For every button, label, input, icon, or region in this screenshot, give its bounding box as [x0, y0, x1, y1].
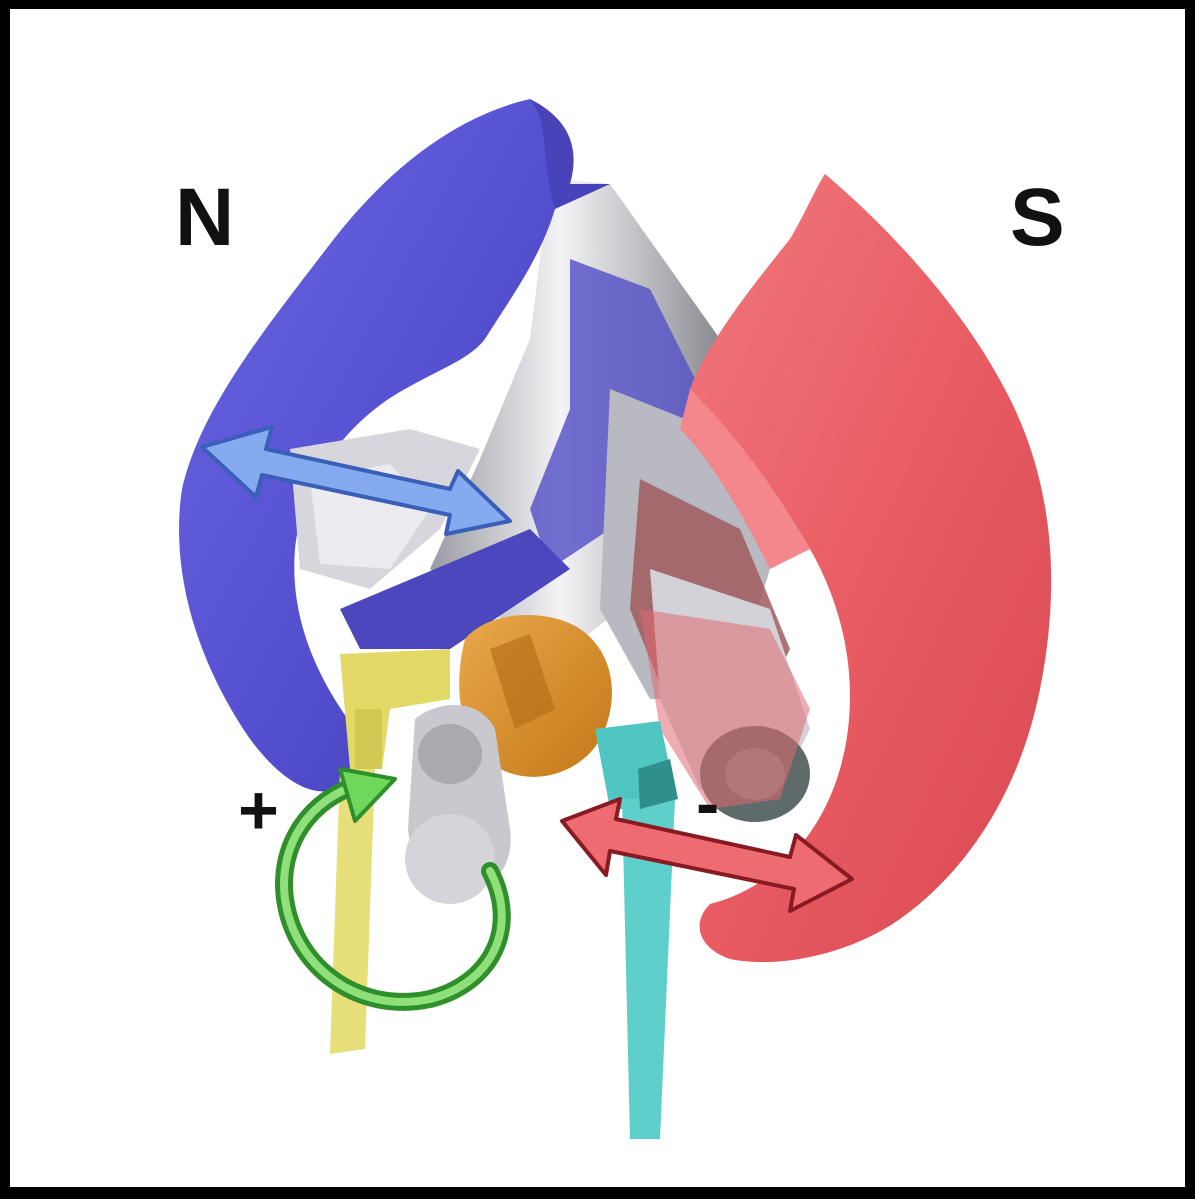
motor-diagram-stage: N S + - — [10, 9, 1185, 1187]
north-pole-label: N — [175, 172, 234, 263]
negative-terminal-label: - — [696, 764, 719, 842]
negative-brush — [595, 721, 678, 1139]
dc-motor-diagram: N S + - — [10, 9, 1185, 1187]
positive-terminal-label: + — [238, 771, 279, 849]
south-pole-label: S — [1010, 172, 1065, 263]
